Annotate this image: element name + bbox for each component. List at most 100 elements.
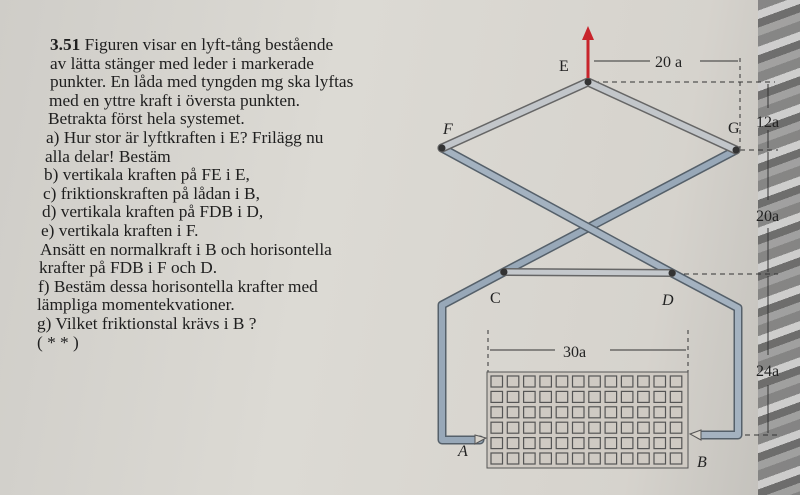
crate-cell bbox=[555, 375, 569, 388]
question-c: c) friktionskraften på lådan i B, bbox=[43, 183, 260, 203]
point-label-d: D bbox=[661, 292, 674, 309]
dimension-lines bbox=[487, 58, 778, 436]
crate bbox=[486, 371, 689, 469]
crate-cell bbox=[653, 375, 667, 388]
line: Figuren visar en lyft-tång bestående bbox=[84, 35, 334, 54]
crate-cell bbox=[620, 390, 634, 403]
point-label-f: F bbox=[442, 121, 453, 138]
crate-cell bbox=[571, 390, 585, 403]
question-d: d) vertikala kraften på FDB i D, bbox=[42, 202, 264, 222]
crate-cell bbox=[522, 406, 536, 419]
line: lämpliga momentekvationer. bbox=[37, 295, 235, 315]
crate-cell bbox=[506, 406, 520, 419]
crate-cell bbox=[637, 406, 650, 419]
crate-cell bbox=[669, 390, 683, 403]
crate-cell bbox=[522, 375, 536, 388]
crate-cell bbox=[637, 452, 650, 465]
crate-cell bbox=[539, 406, 553, 419]
crate-cell bbox=[653, 437, 667, 450]
crate-cell bbox=[620, 406, 634, 419]
crate-cell bbox=[490, 375, 504, 388]
crate-cell bbox=[539, 375, 553, 388]
crate-cell bbox=[620, 452, 634, 465]
crate-cell bbox=[555, 406, 569, 419]
crate-cell bbox=[669, 437, 683, 450]
crate-cell bbox=[490, 390, 504, 403]
crate-cell bbox=[555, 437, 569, 450]
crate-cell bbox=[506, 452, 520, 465]
crate-cell bbox=[669, 375, 683, 388]
crate-cell bbox=[604, 437, 618, 450]
crate-cell bbox=[490, 452, 504, 465]
crate-cell bbox=[555, 421, 569, 434]
crate-cell bbox=[555, 390, 569, 403]
crate-cell bbox=[588, 452, 601, 465]
crate-cell bbox=[490, 437, 504, 450]
crate-cell bbox=[571, 452, 585, 465]
crate-cell bbox=[588, 375, 601, 388]
dim-24a: 24a bbox=[756, 363, 779, 380]
crate-cell bbox=[588, 437, 601, 450]
crate-cell bbox=[506, 421, 520, 434]
dim-20a-top: 20 a bbox=[655, 54, 682, 71]
crate-cell bbox=[588, 390, 601, 403]
crate-cell bbox=[620, 421, 634, 434]
crate-cell bbox=[637, 421, 650, 434]
difficulty: ( * * ) bbox=[37, 332, 79, 352]
line: Betrakta först hela systemet. bbox=[48, 109, 245, 129]
crate-cell bbox=[571, 437, 585, 450]
line: alla delar! Bestäm bbox=[45, 146, 171, 166]
question-a: a) Hur stor är lyftkraften i E? Frilägg … bbox=[46, 127, 324, 147]
crate-cell bbox=[571, 406, 585, 419]
crate-cell bbox=[653, 452, 667, 465]
crate-cell bbox=[669, 452, 683, 465]
crate-cell bbox=[506, 375, 520, 388]
crate-cell bbox=[571, 421, 585, 434]
crate-cell bbox=[571, 375, 585, 388]
crate-cell bbox=[669, 421, 683, 434]
point-label-g: G bbox=[728, 120, 740, 137]
line: punkter. En låda med tyngden mg ska lyft… bbox=[50, 72, 354, 92]
crate-cell bbox=[620, 437, 634, 450]
crate-cell bbox=[522, 421, 536, 434]
point-label-b: B bbox=[697, 454, 707, 471]
crate-cell bbox=[637, 437, 650, 450]
crate-cell bbox=[669, 406, 683, 419]
crate-cell bbox=[604, 390, 618, 403]
crate-cell bbox=[620, 375, 634, 388]
problem-text: 3.51 Figuren visar en lyft-tång beståend… bbox=[37, 35, 407, 352]
question-g: g) Vilket friktionstal krävs i B ? bbox=[37, 313, 257, 333]
crate-cell bbox=[490, 406, 504, 419]
line: med en yttre kraft i översta punkten. bbox=[49, 90, 300, 110]
crate-cell bbox=[490, 421, 504, 434]
crate-cell bbox=[522, 452, 536, 465]
dim-20a: 20a bbox=[756, 208, 779, 225]
line: Ansätt en normalkraft i B och horisontel… bbox=[40, 239, 332, 259]
crate-cell bbox=[506, 437, 520, 450]
crate-cell bbox=[539, 437, 553, 450]
crate-cell bbox=[653, 406, 667, 419]
line: av lätta stänger med leder i markerade bbox=[50, 53, 314, 73]
crate-cell bbox=[522, 437, 536, 450]
question-b: b) vertikala kraften på FE i E, bbox=[44, 165, 250, 185]
crate-cell bbox=[522, 390, 536, 403]
line: krafter på FDB i F och D. bbox=[39, 258, 218, 278]
point-label-e: E bbox=[559, 58, 569, 75]
crate-cell bbox=[539, 390, 553, 403]
crate-cell bbox=[604, 406, 618, 419]
dim-12a: 12a bbox=[756, 114, 779, 131]
crate-cell bbox=[588, 406, 601, 419]
question-f: f) Bestäm dessa horisontella krafter med bbox=[38, 276, 318, 296]
crate-cell bbox=[637, 390, 650, 403]
point-label-c: C bbox=[490, 290, 501, 307]
joints bbox=[438, 78, 740, 277]
dim-30a: 30a bbox=[563, 344, 586, 361]
crate-cell bbox=[588, 421, 601, 434]
crate-cell bbox=[506, 390, 520, 403]
grip-tips bbox=[474, 429, 702, 445]
crate-cell bbox=[637, 375, 650, 388]
problem-number: 3.51 bbox=[50, 35, 81, 54]
crate-cell bbox=[653, 390, 667, 403]
crate-cell bbox=[539, 452, 553, 465]
